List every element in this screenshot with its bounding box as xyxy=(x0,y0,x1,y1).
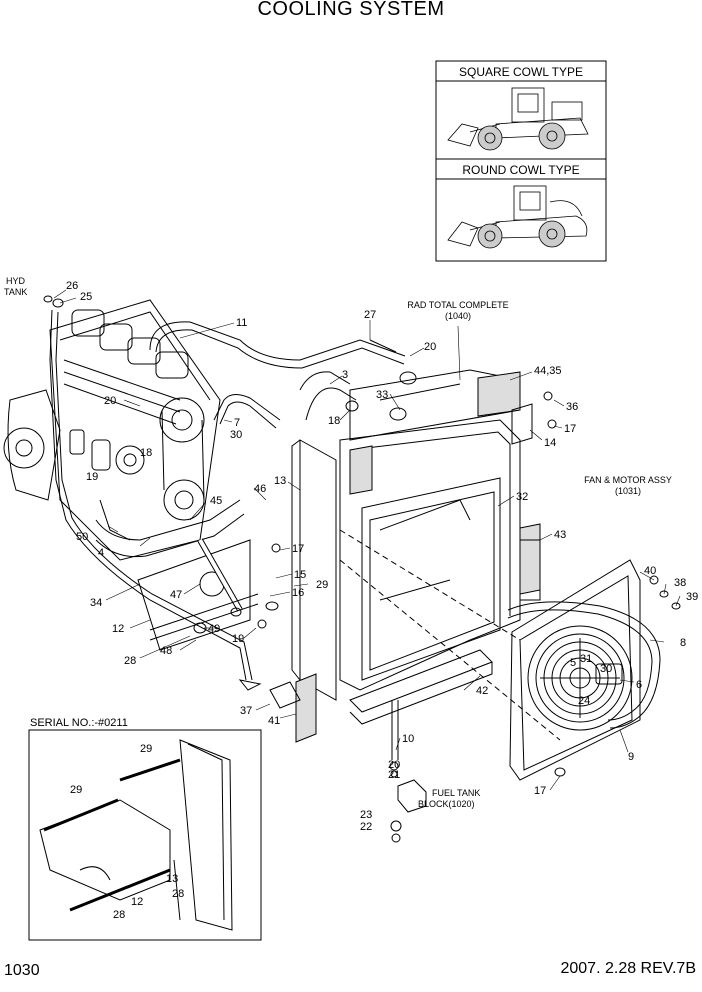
hyd-tank-label-line1: HYD xyxy=(6,276,26,286)
part-number-label: 9 xyxy=(628,751,634,763)
fittings-and-clamps xyxy=(43,295,681,777)
serial-part-label: 12 xyxy=(131,896,143,908)
cowl-variant-box xyxy=(435,60,607,262)
part-number-label: 28 xyxy=(124,655,136,667)
serial-number-inset xyxy=(28,729,262,941)
part-number-label: 4 xyxy=(98,547,104,559)
serial-number-label: SERIAL NO.:-#0211 xyxy=(30,717,128,729)
part-number-label: 48 xyxy=(160,645,172,657)
part-number-label: 18 xyxy=(328,415,340,427)
part-number-label: 34 xyxy=(90,597,102,609)
page-number: 1030 xyxy=(4,962,40,979)
rad-total-code: (1040) xyxy=(445,311,471,321)
part-number-label: 50 xyxy=(76,531,88,543)
round-cowl-loader-image xyxy=(447,185,588,249)
part-number-label: 31 xyxy=(580,653,592,665)
part-number-label: 20 xyxy=(388,759,400,771)
part-number-label: 17 xyxy=(534,785,546,797)
fuel-tank-block xyxy=(389,761,427,843)
serial-part-label: 13 xyxy=(166,873,178,885)
serial-part-label: 28 xyxy=(113,909,125,921)
serial-part-label: 29 xyxy=(140,743,152,755)
part-number-label: 46 xyxy=(254,483,266,495)
part-number-label: 43 xyxy=(554,529,566,541)
part-number-label: 17 xyxy=(292,543,304,555)
part-number-label: 5 xyxy=(570,657,576,669)
part-number-label: 24 xyxy=(578,695,590,707)
hyd-tank-label-line2: TANK xyxy=(4,287,27,297)
part-number-label: 42 xyxy=(476,685,488,697)
serial-part-label: 28 xyxy=(172,888,184,900)
part-number-label: 20 xyxy=(424,341,436,353)
square-cowl-label: SQUARE COWL TYPE xyxy=(459,65,583,79)
fan-motor-assy-code: (1031) xyxy=(615,486,641,496)
part-number-label: 16 xyxy=(292,587,304,599)
part-number-label: 29 xyxy=(316,579,328,591)
part-number-label: 22 xyxy=(360,821,372,833)
serial-part-label: 29 xyxy=(70,784,82,796)
part-number-label: 32 xyxy=(516,491,528,503)
part-number-label: 13 xyxy=(274,475,286,487)
part-number-label: 12 xyxy=(112,623,124,635)
part-number-label: 30 xyxy=(230,429,242,441)
square-cowl-loader-image xyxy=(447,87,589,151)
part-number-label: 23 xyxy=(360,809,372,821)
part-number-label: 17 xyxy=(564,423,576,435)
part-number-label: 21 xyxy=(388,769,400,781)
part-number-label: 47 xyxy=(170,589,182,601)
part-number-label: 10 xyxy=(402,733,414,745)
fuel-tank-label-line2: BLOCK(1020) xyxy=(418,799,475,809)
part-number-label: 19 xyxy=(232,633,244,645)
part-number-label: 45 xyxy=(210,495,222,507)
revision-date: 2007. 2.28 REV.7B xyxy=(560,960,696,977)
part-number-label: 39 xyxy=(686,591,698,603)
part-number-label: 14 xyxy=(544,437,556,449)
part-number-label: 33 xyxy=(376,389,388,401)
part-number-label: 7 xyxy=(234,417,240,429)
part-number-label: 18 xyxy=(140,447,152,459)
part-number-label: 11 xyxy=(236,317,247,329)
part-number-label: 38 xyxy=(674,577,686,589)
part-number-label: 37 xyxy=(240,705,252,717)
part-number-label: 40 xyxy=(644,565,656,577)
engine-assembly xyxy=(3,299,221,561)
part-number-label: 3 xyxy=(342,369,348,381)
part-number-label: 27 xyxy=(364,309,376,321)
stippled-panels xyxy=(295,371,541,743)
part-number-label: 20 xyxy=(104,395,116,407)
part-number-label: 25 xyxy=(80,291,92,303)
fan-shroud-panels xyxy=(137,538,259,651)
part-number-label: 6 xyxy=(636,679,642,691)
hoses-and-tubes xyxy=(49,309,661,760)
part-number-label: 15 xyxy=(294,569,306,581)
part-number-label: 8 xyxy=(680,637,686,649)
part-number-label: 36 xyxy=(566,401,578,413)
part-number-label: 44,35 xyxy=(534,365,562,377)
part-number-label: 41 xyxy=(268,715,280,727)
round-cowl-label: ROUND COWL TYPE xyxy=(462,163,579,177)
radiator-assembly xyxy=(291,369,561,741)
part-number-label: 26 xyxy=(66,280,78,292)
page-title: COOLING SYSTEM xyxy=(257,0,445,20)
fuel-tank-label-line1: FUEL TANK xyxy=(432,788,480,798)
part-number-label: 49 xyxy=(208,623,220,635)
rad-total-complete-label: RAD TOTAL COMPLETE xyxy=(407,300,508,310)
leader-lines xyxy=(53,289,681,791)
fan-motor-assembly xyxy=(509,539,641,781)
part-number-label: 30 xyxy=(600,663,612,675)
part-number-label: 19 xyxy=(86,471,98,483)
fan-motor-assy-label: FAN & MOTOR ASSY xyxy=(584,475,672,485)
